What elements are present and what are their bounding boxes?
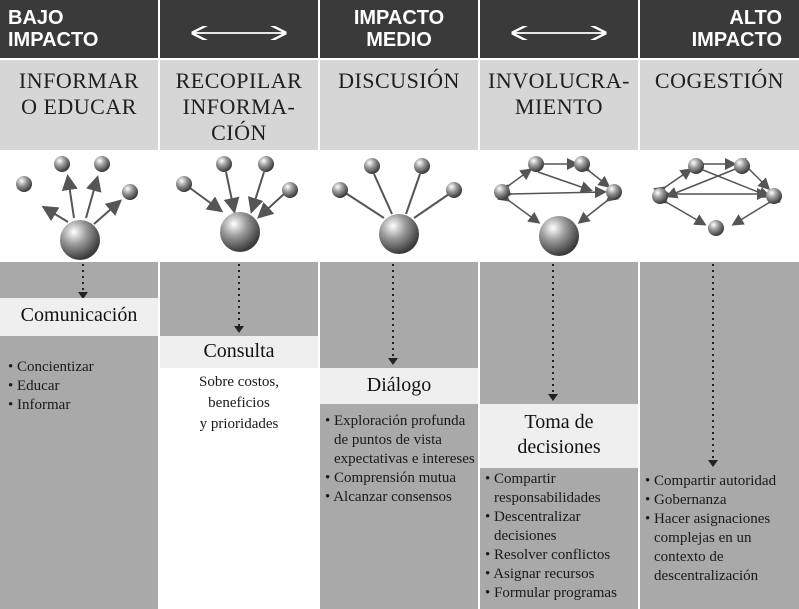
- level-dialogo: Diálogo: [366, 374, 432, 396]
- column-informar: BAJO IMPACTO INFORMAR O EDUCAR Comunicac…: [0, 0, 158, 609]
- list-item: Resolver conflictos: [485, 546, 635, 565]
- header-bajo-impacto-text: BAJO IMPACTO: [8, 7, 99, 51]
- header-impacto-medio: IMPACTO MEDIO: [320, 0, 478, 58]
- gray-band: [320, 262, 478, 368]
- header-arrow-1: [160, 0, 318, 58]
- dotted-arrow-icon: [706, 264, 720, 470]
- list-item: Informar: [8, 396, 153, 415]
- network-image-involucramiento: [480, 152, 638, 260]
- header-alto-impacto-text: ALTO IMPACTO: [691, 7, 782, 51]
- list-comunicacion: Concientizar Educar Informar: [8, 358, 153, 415]
- list-item: Exploración profunda de puntos de vista …: [325, 412, 475, 469]
- level-box: [320, 368, 478, 404]
- title-involucramiento: INVOLUCRA- MIENTO: [480, 60, 638, 150]
- list-item: Educar: [8, 377, 153, 396]
- dotted-arrow-icon: [232, 264, 246, 334]
- level-consulta: Consulta: [203, 340, 275, 362]
- gray-band: [480, 262, 638, 404]
- list-cogestion: Compartir autoridad Gobernanza Hacer asi…: [645, 472, 797, 586]
- cogestion-diagram-icon: [640, 152, 799, 260]
- title-recopilar: RECOPILAR INFORMA- CIÓN: [160, 60, 318, 150]
- header-arrow-2: [480, 0, 638, 58]
- double-arrow-icon: [509, 26, 609, 40]
- list-item: Compartir responsabilidades: [485, 470, 635, 508]
- broadcast-diagram-icon: [0, 152, 158, 260]
- list-item: Alcanzar consensos: [325, 488, 475, 507]
- list-dialogo: Exploración profunda de puntos de vista …: [325, 412, 475, 507]
- dotted-arrow-icon: [546, 264, 560, 404]
- network-image-discusion: [320, 152, 478, 260]
- double-arrow-icon: [189, 26, 289, 40]
- consulta-text: Sobre costos, beneficios y prioridades: [199, 374, 279, 432]
- list-item: Gobernanza: [645, 491, 797, 510]
- title-cogestion: COGESTIÓN: [640, 60, 799, 150]
- network-image-informar: [0, 152, 158, 260]
- list-item: Concientizar: [8, 358, 153, 377]
- level-toma-de-decisiones: Toma de decisiones: [517, 411, 601, 458]
- list-toma-de-decisiones: Compartir responsabilidades Descentraliz…: [485, 470, 635, 603]
- level-box: [160, 336, 318, 368]
- column-discusion: IMPACTO MEDIO DISCUSIÓN Diálogo Explorac…: [320, 0, 478, 609]
- list-item: Formular programas: [485, 584, 635, 603]
- level-box: [0, 298, 158, 336]
- list-item: Comprensión mutua: [325, 469, 475, 488]
- collect-diagram-icon: [160, 152, 318, 260]
- network-image-cogestion: [640, 152, 799, 260]
- dotted-arrow-icon: [76, 264, 90, 300]
- header-impacto-medio-text: IMPACTO MEDIO: [353, 7, 445, 51]
- list-item: Asignar recursos: [485, 565, 635, 584]
- header-bajo-impacto: BAJO IMPACTO: [0, 0, 158, 58]
- list-item: Compartir autoridad: [645, 472, 797, 491]
- level-box: [480, 404, 638, 468]
- discussion-diagram-icon: [320, 152, 478, 260]
- network-image-recopilar: [160, 152, 318, 260]
- list-item: Descentralizar decisiones: [485, 508, 635, 546]
- header-alto-impacto: ALTO IMPACTO: [640, 0, 799, 58]
- level-comunicacion: Comunicación: [20, 304, 138, 326]
- column-recopilar: RECOPILAR INFORMA- CIÓN Consulta Sobre c…: [160, 0, 318, 609]
- title-discusion: DISCUSIÓN: [320, 60, 478, 150]
- involvement-diagram-icon: [480, 152, 638, 260]
- title-informar: INFORMAR O EDUCAR: [0, 60, 158, 150]
- column-involucramiento: INVOLUCRA- MIENTO Toma de decisiones Com…: [480, 0, 638, 609]
- dotted-arrow-icon: [386, 264, 400, 368]
- column-cogestion: ALTO IMPACTO COGESTIÓN Compartir autorid…: [640, 0, 799, 609]
- list-item: Hacer asignaciones complejas en un conte…: [645, 510, 797, 586]
- gray-band: [160, 262, 318, 336]
